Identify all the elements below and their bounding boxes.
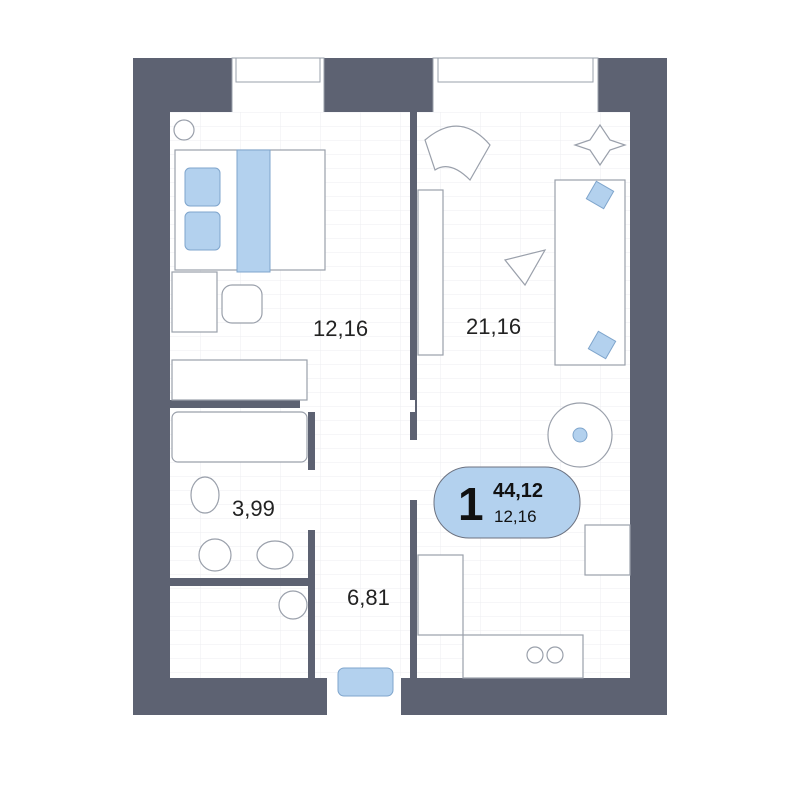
area-label-bathroom: 3,99 (232, 496, 275, 521)
area-label-hallway: 6,81 (347, 585, 390, 610)
table-vase (572, 427, 588, 443)
area-label-bedroom: 12,16 (313, 316, 368, 341)
rooms-count: 1 (458, 478, 484, 530)
bedroom-door-opening (300, 400, 415, 412)
apartment-badge: 1 44,12 12,16 (433, 466, 581, 539)
plant-icon (573, 123, 627, 167)
pillow (184, 211, 221, 251)
washing-machine (198, 538, 232, 572)
shelf (417, 189, 444, 356)
ceiling-light (278, 590, 308, 620)
washbasin (256, 540, 294, 570)
bathroom-door-opening (306, 470, 318, 530)
cushion (585, 180, 615, 210)
pillow (184, 167, 221, 207)
window-frame (437, 57, 594, 83)
window-frame (235, 57, 321, 83)
sink-counter (417, 554, 464, 636)
lamp (173, 119, 195, 141)
bed-blanket (236, 149, 271, 273)
chair (221, 284, 263, 324)
room-hallway (315, 408, 410, 678)
sofa (554, 179, 626, 366)
armchair (424, 125, 491, 181)
doormat (337, 667, 394, 697)
cushion (587, 330, 617, 360)
window-bedroom (231, 57, 325, 114)
coffee-table (503, 249, 547, 287)
toilet (190, 476, 220, 514)
bathtub (171, 411, 308, 463)
kitchen-counter (462, 634, 584, 679)
total-area: 44,12 (493, 480, 543, 502)
stove-burner (526, 646, 544, 664)
stove-burner (546, 646, 564, 664)
wardrobe (171, 359, 308, 401)
window-living (432, 57, 599, 114)
secondary-area: 12,16 (494, 507, 537, 526)
area-label-living: 21,16 (466, 314, 521, 339)
desk (171, 271, 218, 333)
fridge (584, 524, 631, 576)
living-door-opening (408, 440, 420, 500)
